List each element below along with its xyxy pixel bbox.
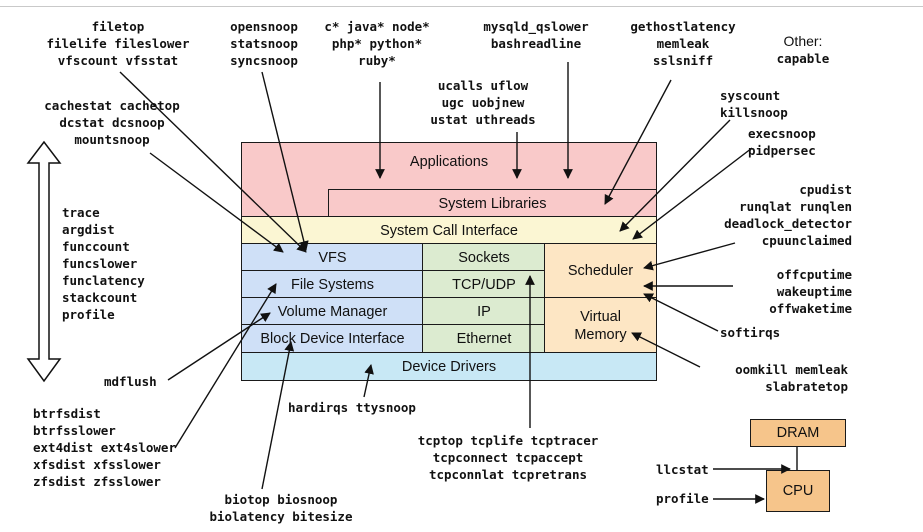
cpu-label: CPU: [782, 483, 814, 499]
oomkill-tools: oomkill memleak slabratetop: [735, 362, 848, 394]
arrow-hardirqs: [363, 364, 374, 398]
file-systems-label: File Systems: [291, 276, 374, 293]
volume-manager-label: Volume Manager: [277, 303, 388, 320]
arrow-softirqs: [643, 293, 719, 332]
arrow-gethostlatency: [604, 79, 672, 205]
stack-double-arrow: [26, 140, 62, 383]
arrow-opensnoop: [261, 71, 309, 251]
other-label: Other:: [783, 33, 823, 49]
ip-label: IP: [477, 303, 491, 320]
arrow-oomkill: [631, 332, 701, 368]
gethostlatency-tools: gethostlatency memleak sslsniff: [630, 19, 736, 68]
vfs-label: VFS: [318, 249, 347, 266]
virtual-memory-layer: Virtual Memory: [544, 297, 657, 354]
dram-box: DRAM: [750, 419, 846, 447]
opensnoop-tools: opensnoop statsnoop syncsnoop: [230, 19, 298, 68]
sockets-layer: Sockets: [422, 243, 546, 272]
cachestat-tools: cachestat cachetop dcstat dcsnoop mounts…: [44, 98, 180, 147]
cpu-box: CPU: [766, 470, 830, 512]
arrow-cachestat: [149, 152, 284, 253]
tcptop-tools: tcptop tcplife tcptracer tcpconnect tcpa…: [417, 433, 599, 482]
arrow-filetop: [119, 71, 307, 253]
softirqs-tools: softirqs: [720, 325, 781, 340]
trace-tools: trace argdist funccount funcslower funcl…: [62, 205, 145, 322]
arrow-execsnoop: [632, 147, 753, 240]
biotop-tools: biotop biosnoop biolatency bitesize: [209, 492, 353, 524]
hardirqs-tools: hardirqs ttysnoop: [288, 400, 416, 415]
language-tools: c* java* node* php* python* ruby*: [324, 19, 430, 68]
top-divider: [0, 6, 923, 7]
ip-layer: IP: [422, 297, 546, 326]
ethernet-label: Ethernet: [456, 331, 512, 347]
ucalls-tools: ucalls uflow ugc uobjnew ustat uthreads: [430, 78, 536, 127]
device-drivers-layer: Device Drivers: [241, 352, 657, 381]
device-drivers-label: Device Drivers: [401, 358, 497, 375]
mysqld-tools: mysqld_qslower bashreadline: [483, 19, 589, 51]
scheduler-label: Scheduler: [567, 263, 634, 279]
system-call-interface-layer: System Call Interface: [241, 216, 657, 245]
other-tools: Other: capable: [773, 33, 833, 67]
system-libraries-label: System Libraries: [438, 195, 547, 212]
block-device-interface-label: Block Device Interface: [260, 331, 405, 347]
volume-manager-layer: Volume Manager: [241, 297, 424, 326]
virtual-memory-label: Virtual Memory: [574, 308, 627, 343]
arrow-mdflush: [167, 312, 271, 381]
syscount-tools: syscount killsnoop: [720, 88, 788, 120]
system-call-interface-label: System Call Interface: [380, 222, 518, 239]
sockets-label: Sockets: [458, 249, 510, 266]
applications-label: Applications: [409, 154, 489, 170]
capable-tool: capable: [776, 51, 830, 66]
offcputime-tools: offcputime wakeuptime offwaketime: [769, 267, 852, 316]
arrow-syscount: [619, 119, 731, 232]
mdflush-tools: mdflush: [104, 374, 157, 389]
filetop-tools: filetop filelife fileslower vfscount vfs…: [46, 19, 190, 68]
tcp-udp-label: TCP/UDP: [452, 276, 516, 293]
btrfs-tools: btrfsdist btrfsslower ext4dist ext4slowe…: [33, 406, 176, 489]
dram-label: DRAM: [776, 425, 820, 441]
execsnoop-tools: execsnoop pidpersec: [748, 126, 816, 158]
block-device-interface-layer: Block Device Interface: [241, 324, 424, 354]
llcstat-tool: llcstat: [656, 462, 709, 477]
cpudist-tools: cpudist runqlat runqlen deadlock_detecto…: [724, 182, 852, 248]
arrow-cpudist: [643, 242, 736, 271]
profile-cpu-tool: profile: [656, 491, 709, 506]
arrow-biotop: [261, 341, 295, 490]
arrow-btrfs: [174, 283, 277, 449]
